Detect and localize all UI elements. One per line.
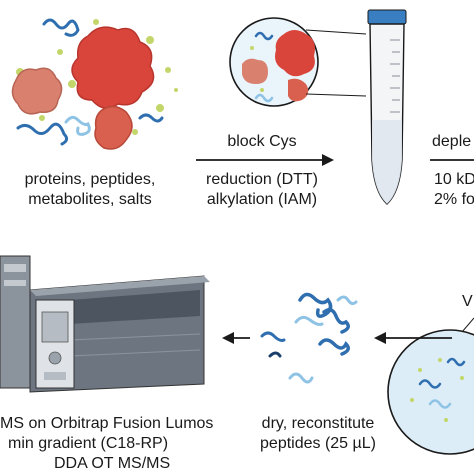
- step3-label-top-partial: deple: [432, 133, 471, 150]
- centrifuge-tube: [367, 9, 407, 205]
- protein-kidney: [94, 105, 133, 150]
- arrow-to-peptides: [374, 332, 452, 344]
- step3-label-line1-partial: 10 kD: [434, 171, 474, 188]
- peptide-squiggle-3: [64, 115, 91, 136]
- arrow-block-cys: [196, 154, 334, 166]
- arrow-to-ms: [222, 332, 250, 344]
- step6-caption-line3: DDA OT MS/MS: [54, 455, 170, 472]
- step5-caption-line2: peptides (25 µL): [260, 435, 376, 452]
- peptide-squiggle-4: [138, 113, 164, 123]
- mass-spectrometer-illustration: [0, 255, 210, 393]
- reconstituted-peptides-illustration: [260, 292, 358, 384]
- step2-label-line1: reduction (DTT): [206, 171, 318, 188]
- sample-mixture-illustration: [11, 18, 178, 150]
- step1-caption-line1: proteins, peptides,: [25, 171, 156, 188]
- step3-label-line2-partial: 2% fo: [434, 191, 474, 208]
- step6-caption-line2: min gradient (C18-RP): [8, 435, 168, 452]
- magnified-peptide-view-partial: [387, 317, 474, 455]
- peptide-squiggle-1: [42, 18, 80, 37]
- step4-label-partial: V: [462, 293, 473, 310]
- protein-small-salmon: [11, 67, 63, 115]
- step6-caption-line1: MS on Orbitrap Fusion Lumos: [0, 415, 213, 432]
- peptide-squiggle-2: [16, 122, 69, 146]
- step2-label-top: block Cys: [227, 133, 296, 150]
- magnified-sample-view: [229, 17, 367, 107]
- step5-caption-line1: dry, reconstitute: [262, 415, 375, 432]
- protein-large-red: [71, 26, 155, 109]
- step2-label-line2: alkylation (IAM): [207, 191, 317, 208]
- step1-caption-line2: metabolites, salts: [28, 191, 152, 208]
